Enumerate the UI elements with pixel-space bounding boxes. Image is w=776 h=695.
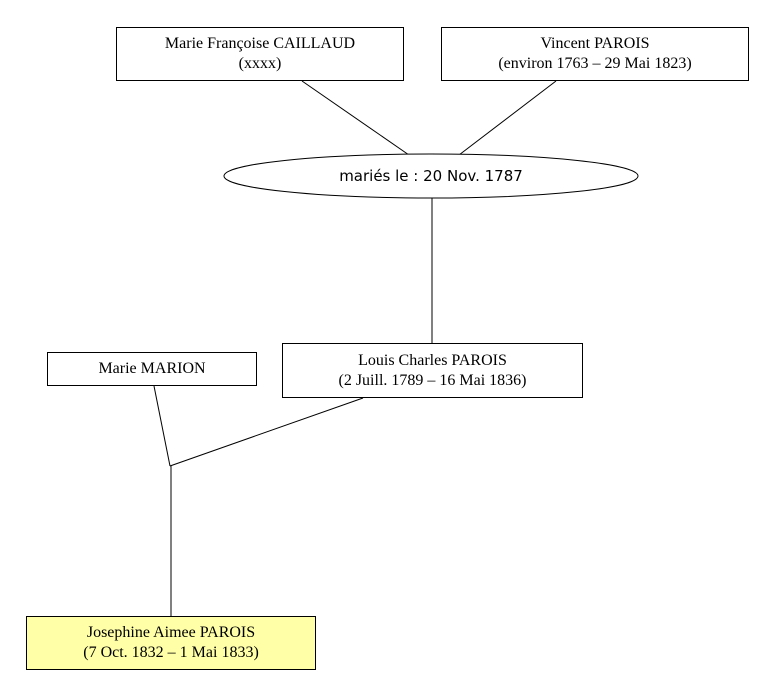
connector-grandmother-to-marriage — [301, 80, 410, 156]
connector-grandfather-to-marriage — [458, 80, 557, 156]
marriage-ellipse — [223, 153, 639, 199]
subject-box[interactable]: Josephine Aimee PAROIS (7 Oct. 1832 – 1 … — [26, 616, 316, 670]
grandmother-name: Marie Françoise CAILLAUD — [164, 35, 356, 52]
father-name: Louis Charles PAROIS — [358, 351, 507, 369]
grandmother-dates: (xxxx) — [238, 55, 282, 72]
grandfather-box[interactable]: Vincent PAROIS (environ 1763 – 29 Mai 18… — [441, 27, 749, 81]
connector-mother-to-junction — [153, 385, 171, 467]
grandfather-dates: (environ 1763 – 29 Mai 1823) — [498, 55, 692, 72]
grandmother-box[interactable]: Marie Françoise CAILLAUD (xxxx) — [116, 27, 404, 81]
father-box[interactable]: Louis Charles PAROIS (2 Juill. 1789 – 16… — [282, 343, 583, 398]
connector-father-to-junction — [169, 397, 364, 467]
father-dates: (2 Juill. 1789 – 16 Mai 1836) — [338, 371, 527, 389]
marriage-label: mariés le : 20 Nov. 1787 — [339, 167, 523, 185]
grandfather-name: Vincent PAROIS — [540, 35, 650, 52]
mother-box[interactable]: Marie MARION — [47, 352, 257, 386]
mother-name: Marie MARION — [98, 360, 206, 377]
subject-dates: (7 Oct. 1832 – 1 Mai 1833) — [83, 644, 259, 661]
subject-name: Josephine Aimee PAROIS — [86, 624, 256, 641]
